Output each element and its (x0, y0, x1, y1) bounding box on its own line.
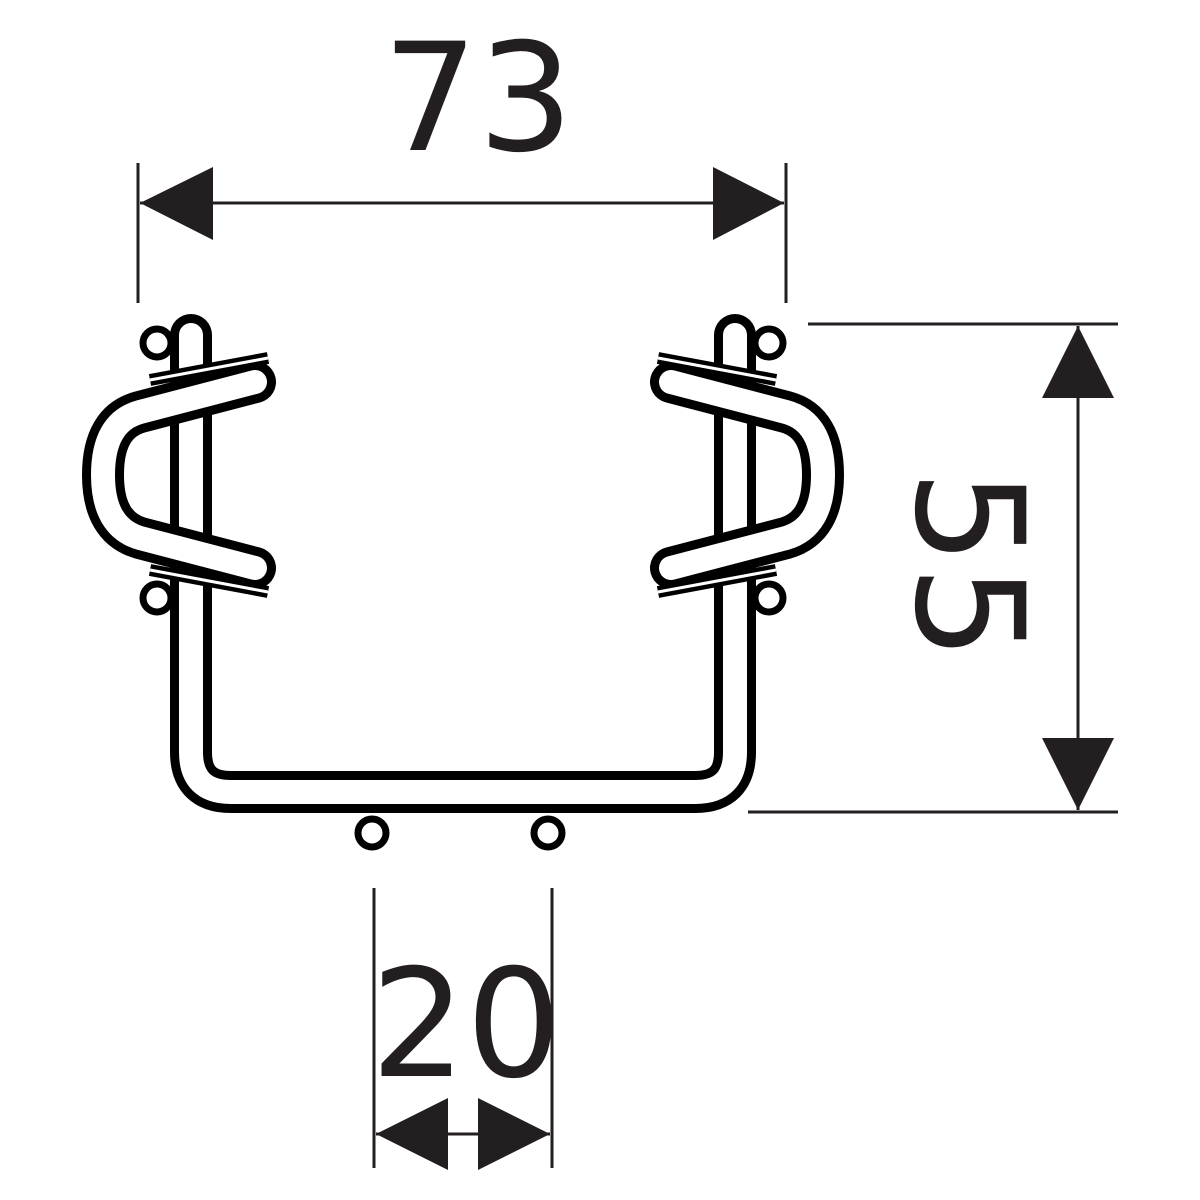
spacing-arrow-left (376, 1098, 448, 1170)
width-arrow-right (713, 167, 784, 240)
width-dimension-value: 73 (383, 12, 574, 186)
wire-clip (82, 314, 844, 851)
weld-point (139, 325, 175, 361)
width-dimension: 73 (136, 12, 788, 303)
weld-point (354, 815, 390, 851)
left-hook-wire (82, 361, 276, 589)
height-arrow-bottom (1042, 738, 1114, 810)
weld-point (751, 325, 787, 361)
weld-point (530, 815, 566, 851)
right-hook-wire (650, 361, 844, 589)
height-dimension: 55 (748, 322, 1118, 814)
height-arrow-top (1042, 326, 1114, 398)
spacing-arrow-right (478, 1098, 550, 1170)
u-wire (170, 314, 756, 813)
spacing-dimension-value: 20 (371, 938, 562, 1112)
right-cross-bars (656, 352, 778, 598)
weld-point (751, 580, 787, 616)
height-dimension-value: 55 (881, 470, 1055, 661)
weld-points (139, 325, 787, 851)
width-arrow-left (140, 167, 213, 240)
left-cross-bars (148, 352, 270, 598)
weld-point (139, 580, 175, 616)
spacing-dimension: 20 (371, 888, 562, 1170)
